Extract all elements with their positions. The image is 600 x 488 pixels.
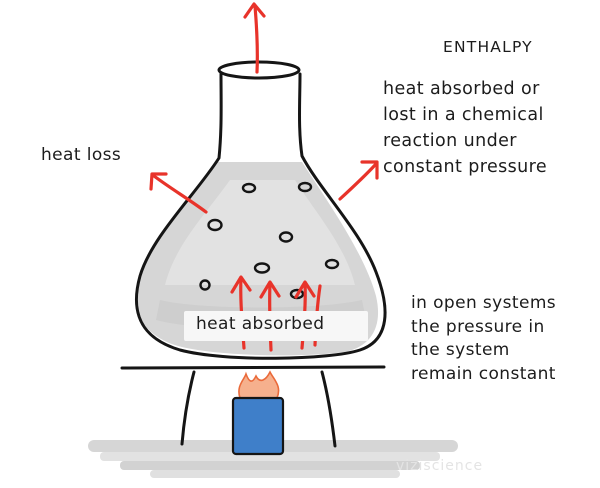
heat-absorbed-label: heat absorbed: [184, 311, 368, 341]
stand-icon: [120, 365, 386, 448]
note-line: remain constant: [411, 363, 556, 384]
heat-loss-arrows: [149, 2, 379, 214]
watermark: viziscience: [396, 458, 484, 474]
definition-text: heat absorbed or lost in a chemical reac…: [383, 76, 547, 180]
definition-line: reaction under: [383, 131, 517, 151]
heat-arrow-icon: [338, 160, 379, 201]
note-line: the system: [411, 340, 510, 360]
open-system-note: in open systems the pressure in the syst…: [411, 292, 556, 386]
flame-icon: [238, 370, 280, 399]
heat-arrow-icon: [243, 2, 266, 74]
heat-loss-label: heat loss: [41, 145, 122, 165]
burner-icon: [231, 396, 285, 456]
definition-line: constant pressure: [383, 157, 548, 177]
note-line: the pressure in: [411, 316, 545, 337]
title: ENTHALPY: [443, 38, 533, 56]
definition-line: heat absorbed or: [383, 79, 540, 99]
heat-arrow-icon: [149, 172, 208, 214]
note-line: in open systems: [411, 293, 557, 313]
definition-line: lost in a chemical: [383, 105, 544, 125]
ground-shadow: [88, 440, 458, 478]
flask-icon: [134, 60, 387, 360]
